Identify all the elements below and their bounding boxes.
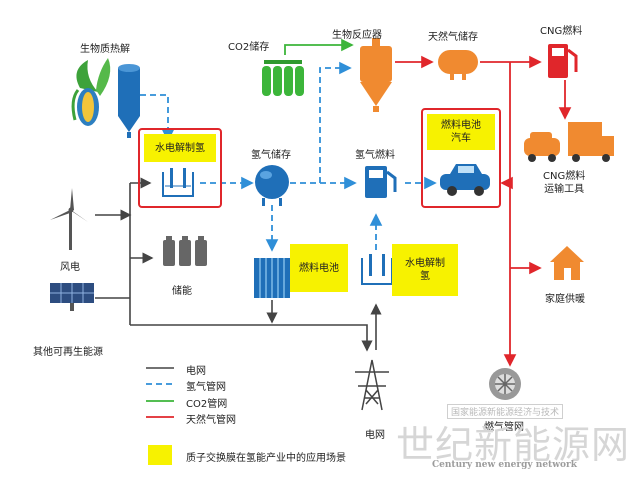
hydrogen-pump-icon	[365, 166, 397, 198]
electrolyzer-icon	[162, 168, 194, 197]
watermark-english: Century new energy network	[432, 460, 577, 470]
legend-co2-label: CO2管网	[186, 399, 228, 410]
legend-gas-label: 天然气管网	[186, 415, 236, 426]
fuel-cell-car-label: 燃料电池 汽车	[427, 114, 495, 150]
watermark-caption: 国家能源新能源经济与技术	[447, 404, 564, 419]
hydrogen-sphere-icon	[255, 165, 289, 206]
gas-grid-label: 燃气管网	[484, 422, 524, 433]
legend-grid-label: 电网	[186, 366, 206, 377]
solar-panel-icon	[50, 283, 94, 311]
cng-transport-label: CNG燃料 运输工具	[543, 171, 586, 195]
house-icon	[550, 246, 584, 280]
hydrogen-storage-label: 氢气储存	[251, 150, 291, 161]
electrolysis-highlight-frame	[138, 128, 222, 208]
electrolyzer-bottom-icon	[361, 254, 393, 285]
wind-label: 风电	[60, 262, 80, 273]
gas-lines	[395, 55, 572, 367]
hydrogen-lines	[130, 61, 437, 252]
gas-storage-label: 天然气储存	[428, 32, 478, 43]
cng-pump-icon	[548, 44, 578, 78]
bioreactor-icon	[360, 38, 392, 112]
transport-vehicles-icon	[524, 122, 614, 162]
gas-turbine-icon	[489, 368, 521, 400]
storage-label: 储能	[172, 286, 192, 297]
watermark-logo-text: 世纪新能源网	[396, 423, 631, 467]
grid-lines	[95, 177, 382, 352]
transmission-tower-icon	[355, 359, 389, 411]
co2-cylinders-icon	[262, 60, 304, 96]
legend-hydrogen-label: 氢气管网	[186, 382, 226, 393]
fuel-cell-label: 燃料电池	[290, 244, 348, 292]
co2-lines	[284, 38, 354, 55]
bioreactor-label: 生物反应器	[332, 30, 382, 41]
fuel-cell-stack-icon	[254, 258, 290, 298]
electrolysis-bottom-label: 水电解制 氢	[392, 244, 458, 296]
legend-highlight-label: 质子交换膜在氢能产业中的应用场景	[186, 453, 346, 464]
electrolysis-top-label: 水电解制氢	[144, 134, 216, 162]
grid-label: 电网	[365, 430, 385, 441]
legend-swatches	[146, 367, 174, 465]
cng-fuel-label: CNG燃料	[540, 26, 583, 37]
biomass-pyrolysis-label: 生物质热解	[80, 44, 130, 55]
hydrogen-fuel-label: 氢气燃料	[355, 150, 395, 161]
fuel-cell-car-icon	[440, 164, 490, 196]
wind-turbine-icon	[50, 188, 88, 250]
corn-icon	[71, 58, 111, 126]
other-renewables-label: 其他可再生能源	[33, 347, 103, 358]
co2-storage-label: CO2储存	[228, 42, 270, 53]
home-heating-label: 家庭供暖	[545, 294, 585, 305]
pyrolysis-tower-icon	[118, 64, 140, 138]
gas-storage-tank-icon	[438, 50, 478, 80]
battery-storage-icon	[163, 236, 207, 266]
fuel-cell-car-highlight-frame	[421, 108, 501, 208]
